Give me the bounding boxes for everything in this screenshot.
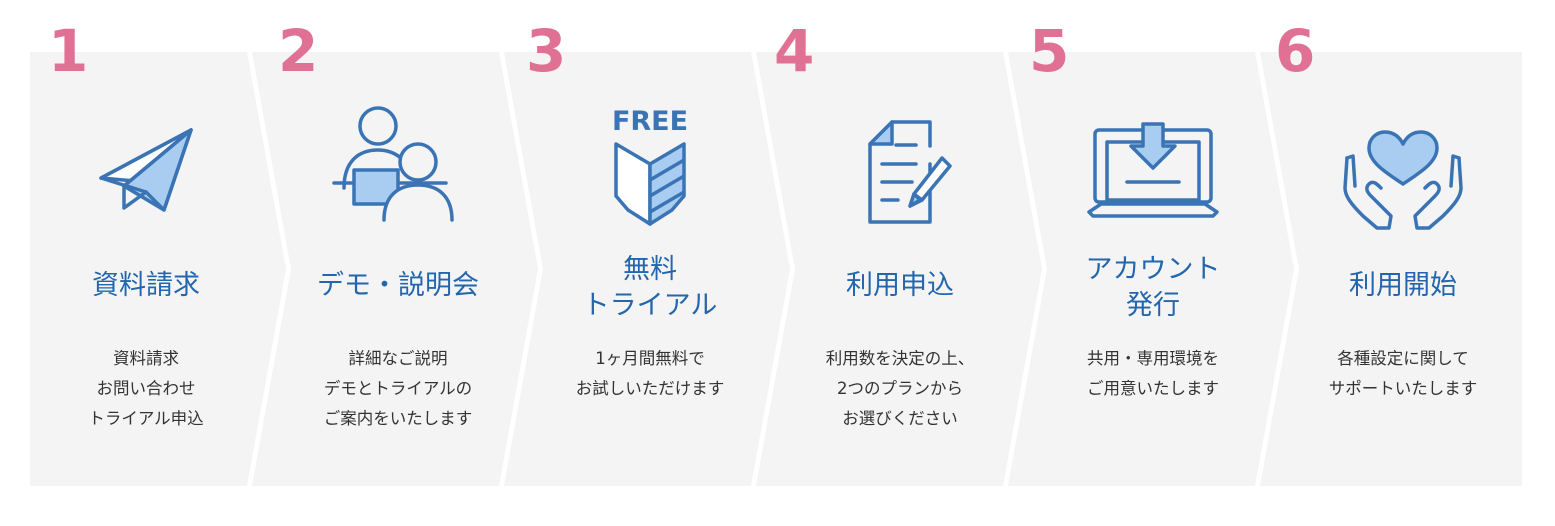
step-title: 無料 トライアル xyxy=(582,254,718,321)
step-title: 利用申込 xyxy=(846,270,954,301)
step-description: 1ヶ月間無料で お試しいただけます xyxy=(575,349,725,398)
step-6: 6 利用開始 各種設定に関して サポートいたします xyxy=(1275,0,1523,526)
step-description: 各種設定に関して サポートいたします xyxy=(1328,349,1478,398)
paper-plane-icon xyxy=(76,100,216,235)
step-number: 1 xyxy=(48,17,89,85)
heart-hands-icon xyxy=(1333,100,1473,235)
free-badge-label: FREE xyxy=(612,106,688,137)
step-panel-1 xyxy=(30,52,286,486)
download-laptop-icon xyxy=(1083,100,1223,235)
step-panel-5 xyxy=(1008,52,1294,486)
step-1: 1 資料請求 資料請求 お問い合わせ トライアル申込 xyxy=(26,0,266,526)
step-number: 6 xyxy=(1275,17,1316,85)
step-number: 3 xyxy=(526,17,567,85)
step-description: 共用・専用環境を ご用意いたします xyxy=(1087,349,1219,398)
step-title: アカウント 発行 xyxy=(1085,254,1221,321)
step-number: 4 xyxy=(774,17,815,85)
presentation-people-icon xyxy=(330,100,470,235)
step-description: 詳細なご説明 デモとトライアルの ご案内をいたします xyxy=(323,349,473,428)
step-title: デモ・説明会 xyxy=(317,270,479,301)
step-number: 2 xyxy=(278,17,319,85)
step-panel-2 xyxy=(252,52,538,486)
step-title: 利用開始 xyxy=(1349,270,1457,301)
step-description: 利用数を決定の上、 2つのプランから お選びください xyxy=(825,349,975,428)
step-3: 3 FREE 無料 トライアル 1ヶ月間無料で お試しいただけます xyxy=(526,0,770,526)
application-form-icon xyxy=(830,100,970,235)
free-trial-badge-icon: FREE xyxy=(580,100,720,235)
step-title: 資料請求 xyxy=(92,270,200,301)
step-panel-6 xyxy=(1260,52,1522,486)
step-description: 資料請求 お問い合わせ トライアル申込 xyxy=(88,349,204,428)
step-5: 5 アカウント 発行 共用・専用環境を ご用意いたします xyxy=(1029,0,1273,526)
step-panel-4 xyxy=(756,52,1042,486)
step-2: 2 デモ・説明会 詳細なご説明 デモとトライアルの ご案内をいたします xyxy=(278,0,518,526)
step-panel-3 xyxy=(504,52,790,486)
step-4: 4 利用申込 利用数を決定の上、 2つのプランから お選びください xyxy=(774,0,1020,526)
step-number: 5 xyxy=(1029,17,1070,85)
